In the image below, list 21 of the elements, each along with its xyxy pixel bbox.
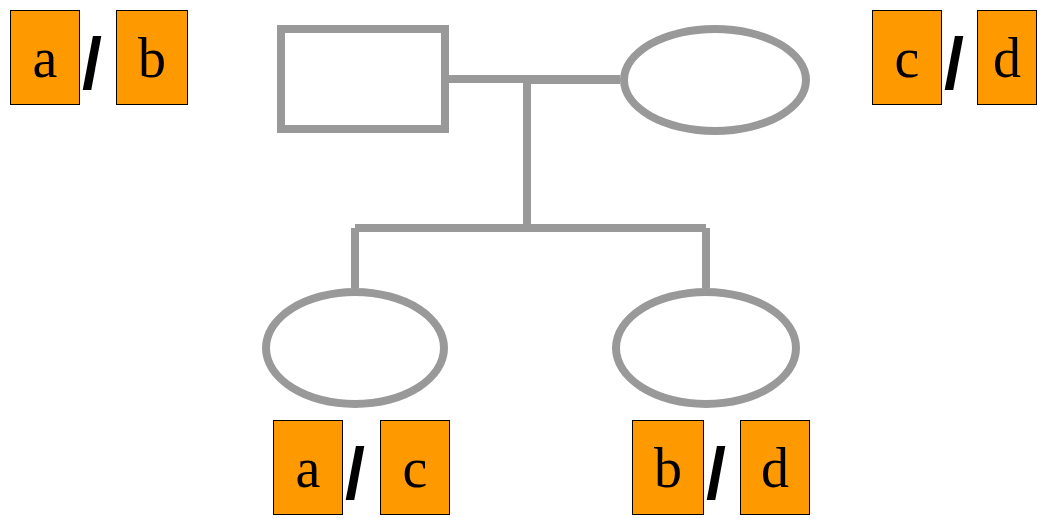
allele-box <box>632 420 704 515</box>
male-square <box>277 25 449 133</box>
allele-label: d <box>993 29 1021 86</box>
separator-slash: / <box>345 438 365 510</box>
separator-slash: / <box>82 28 102 100</box>
allele-label: c <box>894 29 920 86</box>
allele-box <box>116 10 188 105</box>
allele-box <box>273 420 343 515</box>
allele-label: b <box>654 439 682 496</box>
separator-slash: / <box>706 438 726 510</box>
allele-box <box>10 10 80 105</box>
separator-slash: / <box>944 28 964 100</box>
allele-label: c <box>402 439 428 496</box>
allele-box <box>977 10 1037 105</box>
allele-box <box>380 420 450 515</box>
allele-label: a <box>32 29 58 86</box>
allele-box <box>872 10 942 105</box>
allele-box <box>740 420 810 515</box>
allele-label: b <box>138 29 166 86</box>
allele-label: a <box>295 439 321 496</box>
allele-label: d <box>761 439 789 496</box>
